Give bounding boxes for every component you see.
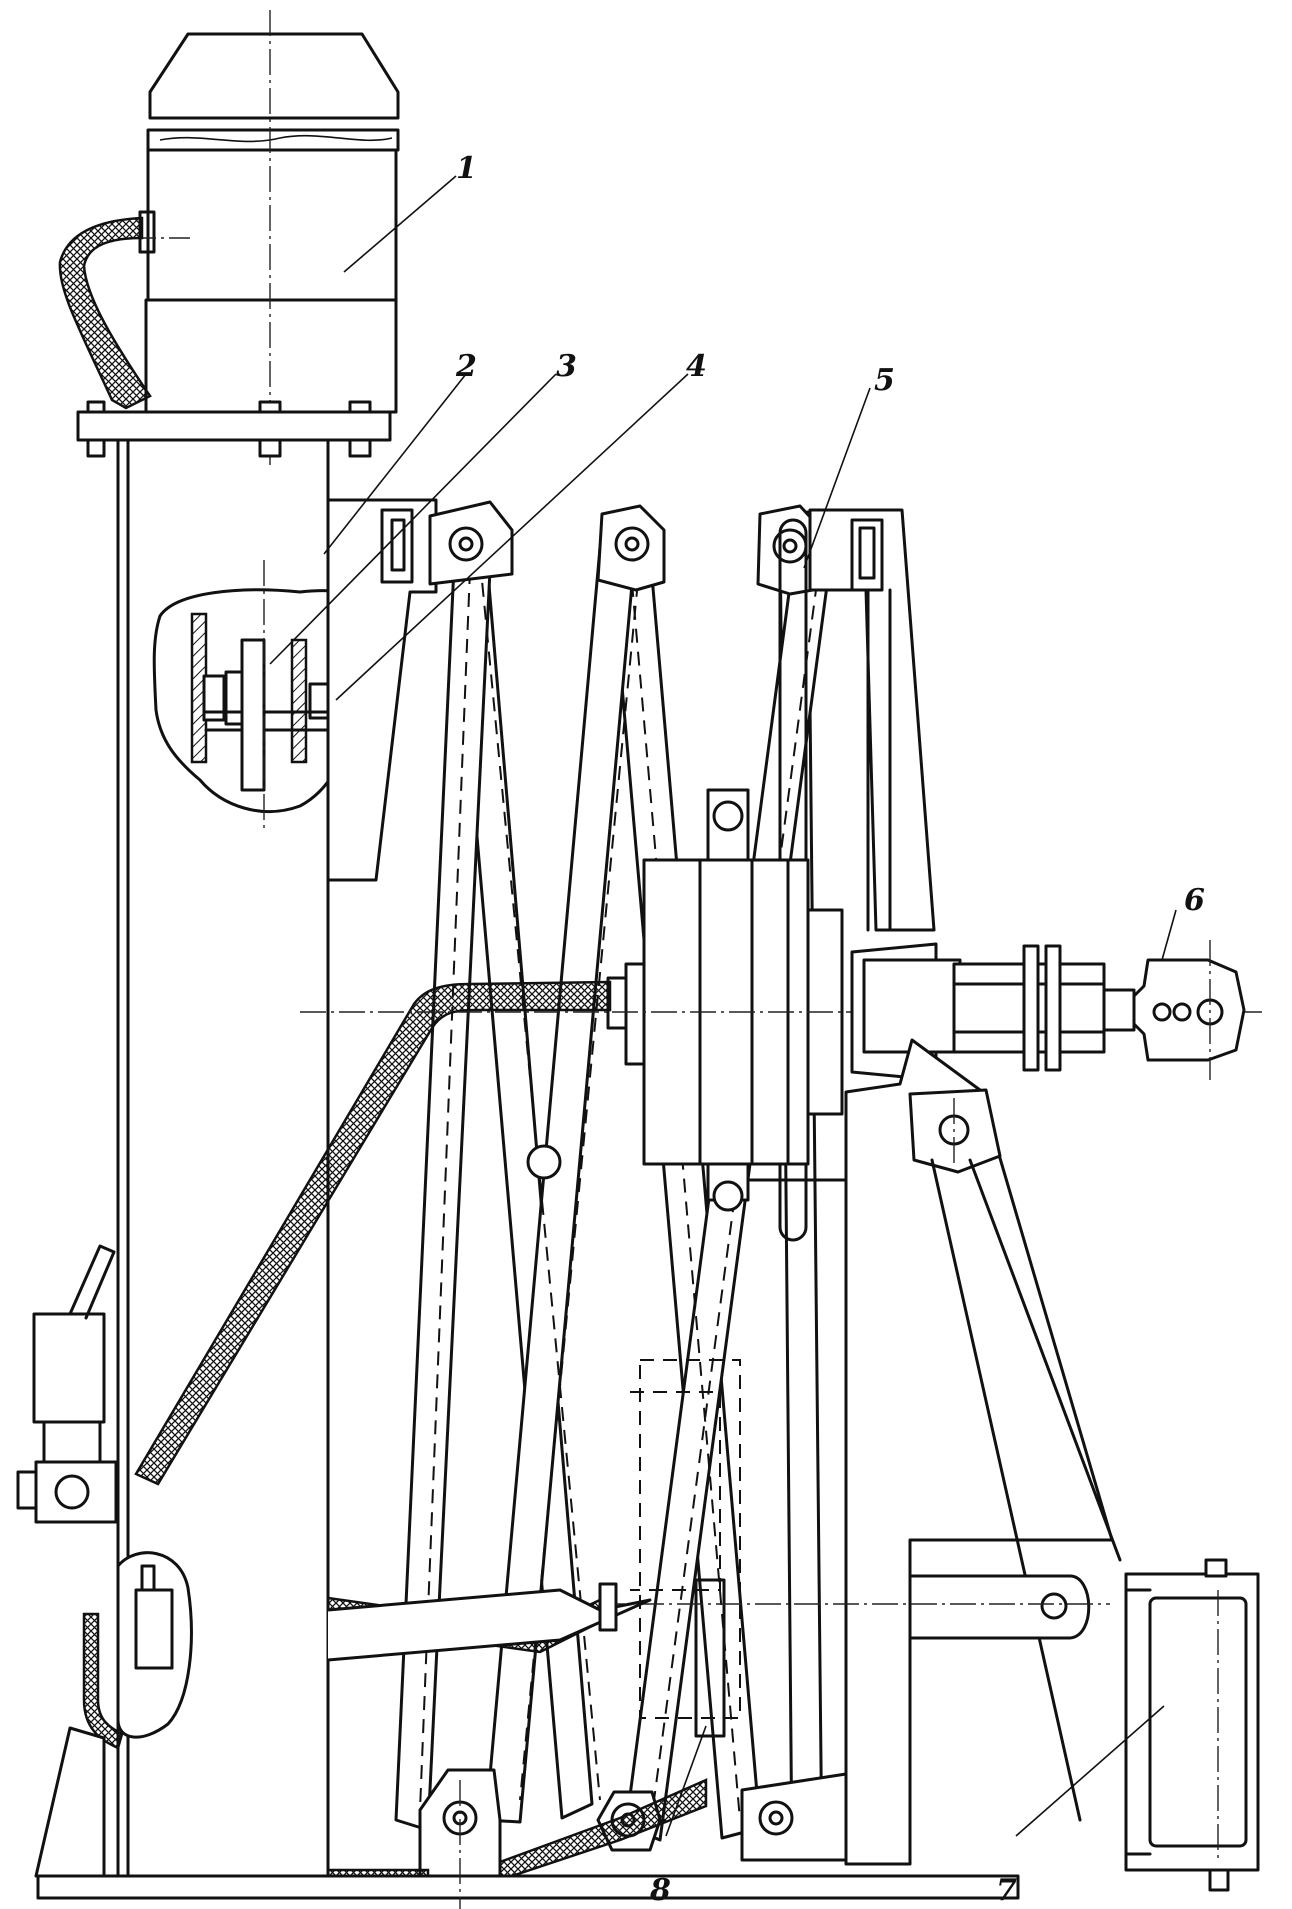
scissor-arms <box>394 510 834 1862</box>
callout-5: 5 <box>874 363 895 398</box>
motor-cable <box>58 216 152 410</box>
callout-6: 6 <box>1184 883 1205 918</box>
motor <box>130 10 400 470</box>
base-plate <box>34 1726 1020 1900</box>
pivot-top-left <box>428 500 514 586</box>
flange-bolt <box>348 400 372 458</box>
lower-strut <box>326 1582 652 1662</box>
flange-bolt <box>86 400 106 458</box>
lower-cutaway <box>82 1551 193 1750</box>
left-switch <box>16 1244 118 1524</box>
callout-3: 3 <box>556 349 577 384</box>
roller <box>1124 1558 1260 1892</box>
callout-4: 4 <box>686 349 707 384</box>
pivot-top-center <box>596 504 666 592</box>
callout-8: 8 <box>649 1873 671 1908</box>
pivot-bottom-right <box>740 1772 848 1862</box>
callout-2: 2 <box>455 349 477 384</box>
hose <box>134 980 612 1486</box>
right-frame <box>748 1038 1122 1866</box>
callout-7: 7 <box>996 1873 1017 1908</box>
flange-bolt <box>258 400 282 458</box>
upper-bracket <box>326 498 438 882</box>
callout-1: 1 <box>456 151 477 186</box>
extension-beam <box>560 1359 1110 1738</box>
callout-leaders <box>269 175 1177 1837</box>
